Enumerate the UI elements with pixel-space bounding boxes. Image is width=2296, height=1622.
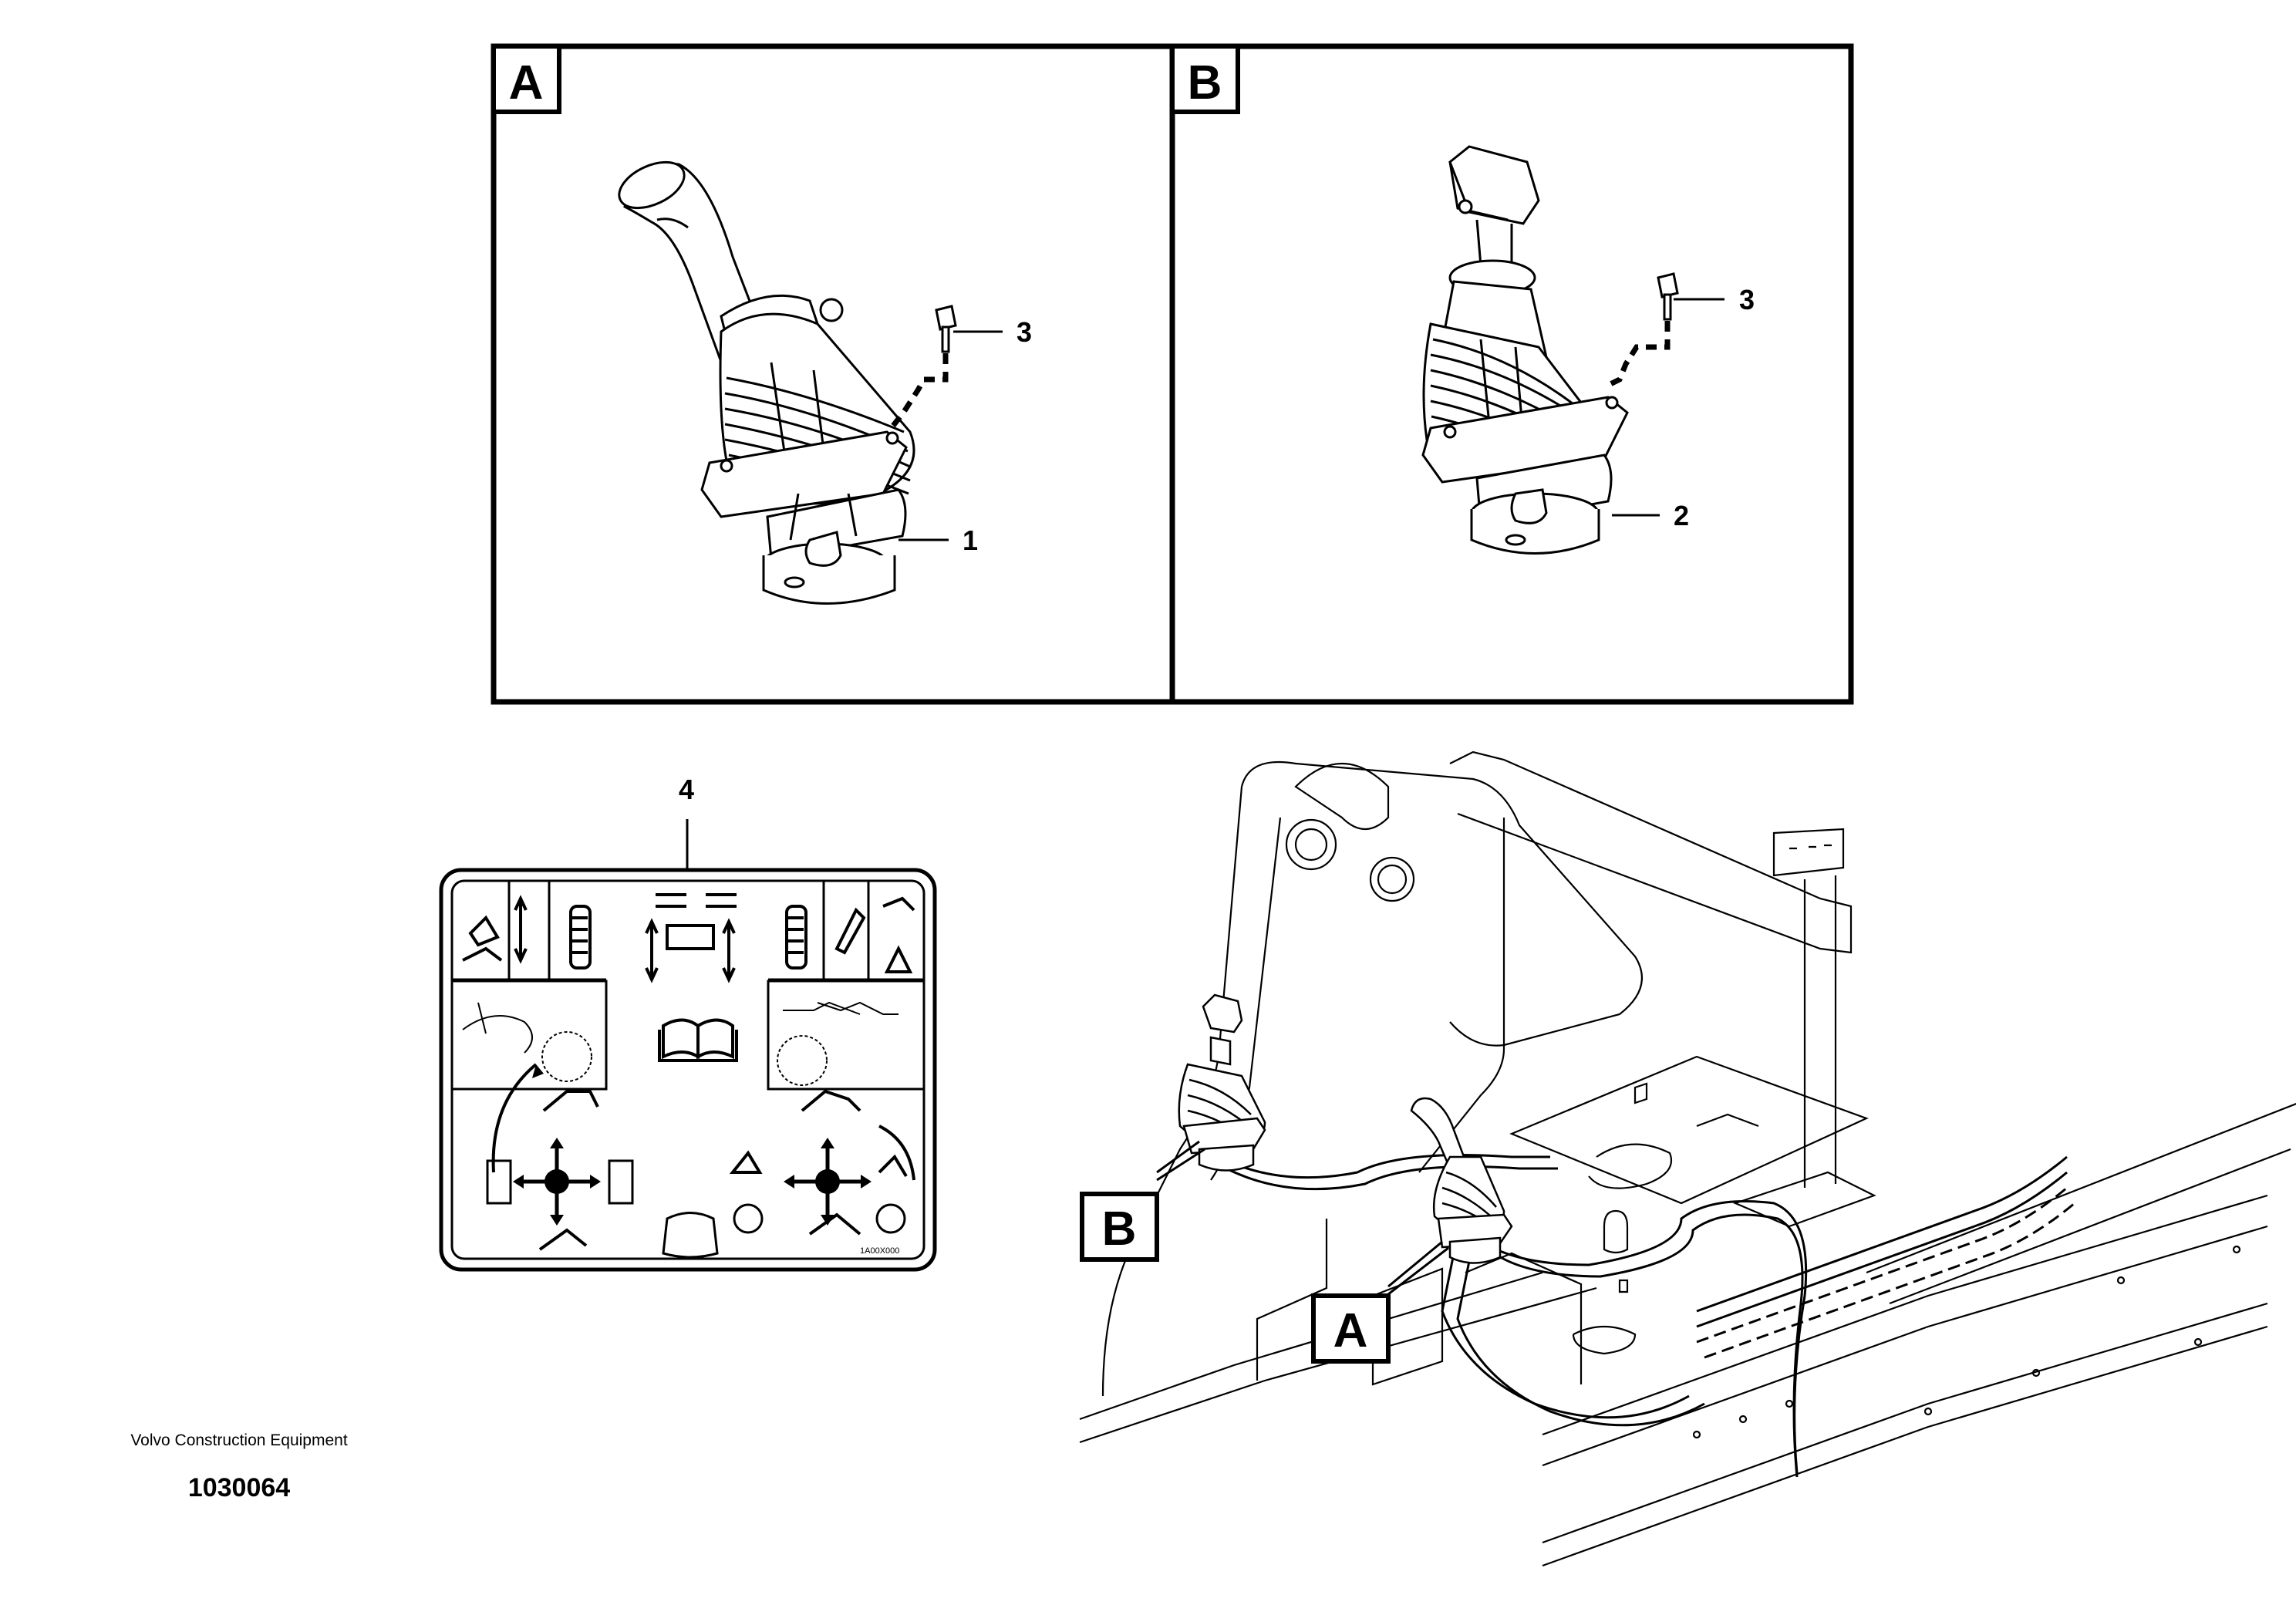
decal-serial: 1A00X000 — [860, 1246, 899, 1256]
panel-a: A — [491, 43, 1175, 705]
panel-b-badge — [1170, 44, 1240, 114]
illustration-number: 1030064 — [187, 1473, 291, 1502]
panel-b-letter: B — [1188, 56, 1222, 110]
callout-3a: 3 — [1017, 316, 1032, 348]
callout-4: 4 — [679, 774, 694, 805]
panel-a-badge — [491, 44, 561, 114]
left-pattern — [486, 1063, 634, 1251]
joystick-b-drawing — [1421, 145, 1629, 555]
scene-label-a-letter: A — [1333, 1304, 1368, 1357]
panel-b: B — [1169, 43, 1854, 705]
callout-2: 2 — [1674, 500, 1689, 531]
scene-label-b-letter: B — [1102, 1202, 1137, 1256]
right-pattern — [729, 1089, 915, 1236]
control-pattern-decal: 4 — [439, 774, 937, 1272]
callout-1: 1 — [963, 524, 978, 556]
panel-a-letter: A — [509, 56, 544, 110]
scene-label-a: A — [1311, 1240, 1449, 1364]
cab-floor-scene — [1079, 750, 2296, 1567]
callout-3b: 3 — [1739, 284, 1755, 315]
seat-icon — [662, 1212, 719, 1259]
bolt-b-drawing — [1603, 272, 1679, 390]
joystick-a-drawing — [618, 160, 915, 605]
scene-label-b: B — [1080, 1140, 1205, 1262]
publisher-name: Volvo Construction Equipment — [130, 1431, 348, 1449]
bolt-a-drawing — [891, 305, 957, 428]
manual-book-icon — [658, 1018, 738, 1062]
